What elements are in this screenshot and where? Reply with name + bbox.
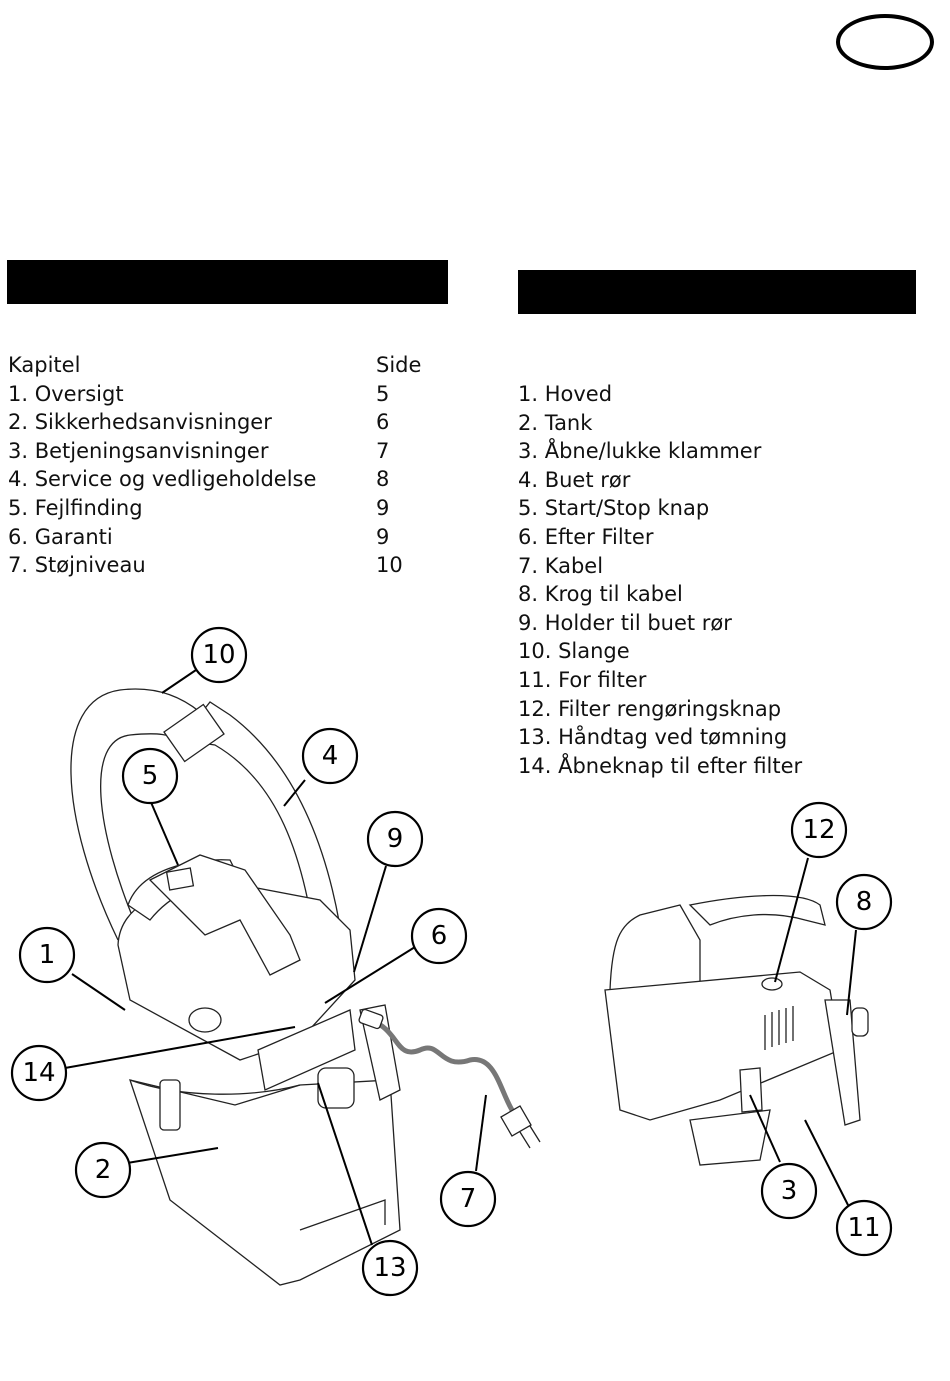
toc-item-page: 10 — [376, 553, 403, 578]
part-item: 13. Håndtag ved tømning — [518, 725, 788, 750]
callout-12: 12 — [790, 801, 848, 859]
toc-item: 4. Service og vedligeholdelse 8 — [8, 465, 428, 494]
toc-item-page: 6 — [376, 410, 390, 435]
parts-list: 1. Hoved 2. Tank 3. Åbne/lukke klammer 4… — [518, 380, 802, 780]
part-item: 7. Kabel — [518, 553, 604, 578]
toc-item-label: 7. Støjniveau — [8, 553, 146, 578]
toc-item-label: 6. Garanti — [8, 524, 113, 549]
svg-text:3: 3 — [781, 1176, 798, 1206]
callout-6: 6 — [410, 907, 468, 965]
toc-item-label: 2. Sikkerhedsanvisninger — [8, 410, 272, 435]
svg-text:2: 2 — [95, 1155, 112, 1185]
toc-header-bar — [7, 260, 448, 304]
language-badge-oval — [836, 14, 934, 70]
part-item: 6. Efter Filter — [518, 524, 654, 549]
part-item: 4. Buet rør — [518, 467, 631, 492]
toc-item: 6. Garanti 9 — [8, 523, 428, 552]
callout-10: 10 — [190, 626, 248, 684]
svg-text:11: 11 — [847, 1213, 880, 1243]
callout-2: 2 — [74, 1141, 132, 1199]
svg-text:6: 6 — [431, 921, 448, 951]
svg-text:13: 13 — [373, 1253, 406, 1283]
svg-text:12: 12 — [802, 815, 835, 845]
svg-text:1: 1 — [39, 940, 56, 970]
toc-header-row: Kapitel Side — [8, 351, 428, 380]
callout-11: 11 — [835, 1199, 893, 1257]
toc-page-heading: Side — [376, 353, 422, 377]
svg-text:7: 7 — [460, 1184, 477, 1214]
part-item: 8. Krog til kabel — [518, 582, 683, 607]
part-item: 14. Åbneknap til efter filter — [518, 753, 803, 778]
part-item: 11. For filter — [518, 667, 647, 692]
callout-9: 9 — [366, 810, 424, 868]
toc-item: 1. Oversigt 5 — [8, 380, 428, 409]
callout-3: 3 — [760, 1162, 818, 1220]
toc-item: 7. Støjniveau 10 — [8, 551, 428, 580]
toc-item-page: 7 — [376, 438, 390, 463]
vacuum-main-illustration — [70, 688, 541, 1286]
callout-8: 8 — [835, 873, 893, 931]
part-item: 9. Holder til buet rør — [518, 610, 732, 635]
svg-text:8: 8 — [856, 887, 873, 917]
parts-header-bar — [518, 270, 916, 314]
toc-item: 5. Fejlfinding 9 — [8, 494, 428, 523]
callout-14: 14 — [10, 1044, 68, 1102]
toc-item-page: 5 — [376, 381, 390, 406]
toc-item-page: 9 — [376, 495, 390, 520]
toc-item-label: 3. Betjeningsanvisninger — [8, 438, 269, 463]
part-item: 3. Åbne/lukke klammer — [518, 439, 762, 464]
callout-5: 5 — [121, 747, 179, 805]
svg-text:9: 9 — [387, 824, 404, 854]
svg-text:4: 4 — [322, 741, 339, 771]
part-item: 10. Slange — [518, 639, 630, 664]
table-of-contents: Kapitel Side 1. Oversigt 5 2. Sikkerhedsa… — [8, 351, 428, 580]
part-item: 5. Start/Stop knap — [518, 496, 710, 521]
toc-item-page: 8 — [376, 467, 390, 492]
part-item: 2. Tank — [518, 410, 593, 435]
svg-text:14: 14 — [22, 1058, 55, 1088]
part-item: 12. Filter rengøringsknap — [518, 696, 782, 721]
part-item: 1. Hoved — [518, 382, 613, 406]
vacuum-side-illustration — [604, 894, 869, 1166]
svg-text:5: 5 — [142, 761, 159, 791]
toc-item-label: 4. Service og vedligeholdelse — [8, 467, 317, 492]
toc-chapter-heading: Kapitel — [8, 353, 81, 377]
callout-7: 7 — [439, 1170, 497, 1228]
callout-13: 13 — [361, 1239, 419, 1297]
toc-item-label: 1. Oversigt — [8, 381, 124, 406]
toc-item-page: 9 — [376, 524, 390, 549]
callout-4: 4 — [301, 727, 359, 785]
callout-1: 1 — [18, 926, 76, 984]
toc-item: 3. Betjeningsanvisninger 7 — [8, 437, 428, 466]
toc-item: 2. Sikkerhedsanvisninger 6 — [8, 408, 428, 437]
toc-item-label: 5. Fejlfinding — [8, 495, 143, 520]
svg-text:10: 10 — [202, 640, 235, 670]
